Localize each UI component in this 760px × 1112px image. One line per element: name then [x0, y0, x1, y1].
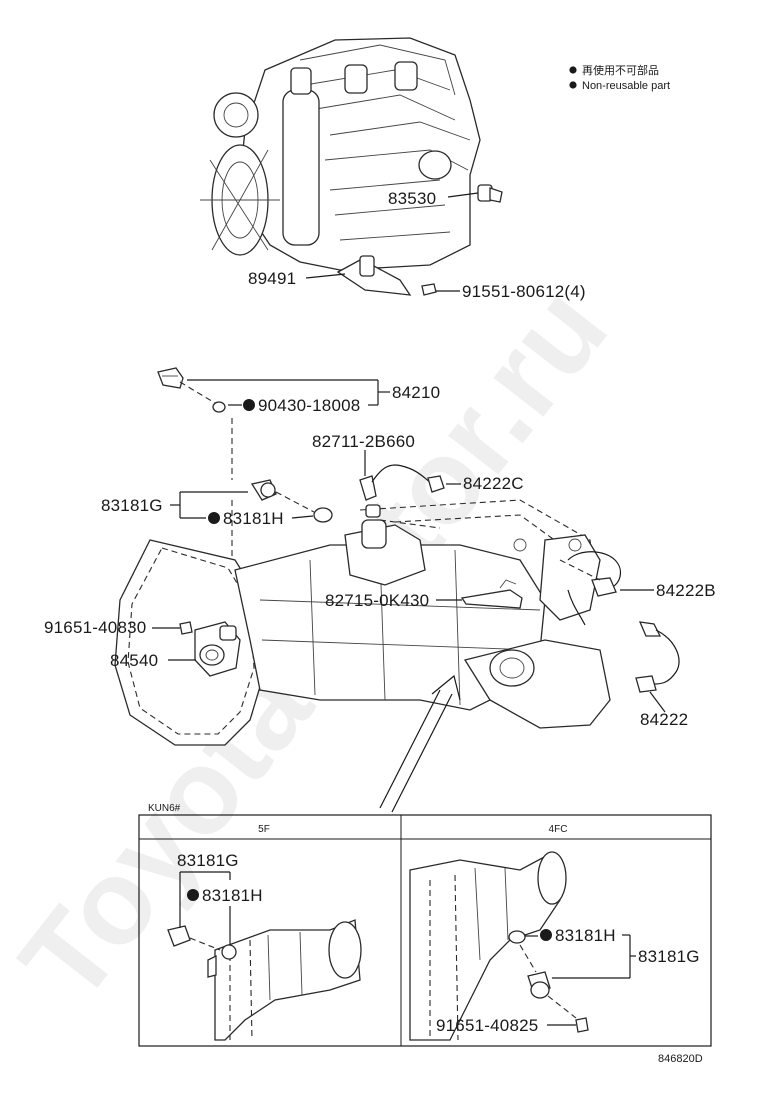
callout-84540: 84540: [110, 651, 158, 670]
sensor-84222: [567, 589, 680, 693]
inset-right-83181H: 83181H: [555, 926, 616, 945]
inset-left-83181H: 83181H: [202, 886, 263, 905]
inset-left-83181G: 83181G: [177, 851, 239, 870]
inset-col-4fc: 4FC: [549, 824, 568, 835]
inset-right-91651-40825: 91651-40825: [436, 1016, 538, 1035]
non-reusable-dot-90430: [243, 399, 255, 411]
wire-harness-82711: [359, 464, 445, 501]
legend-dot-en: [569, 81, 577, 89]
callout-91551-80612: 91551-80612(4): [462, 282, 586, 301]
callout-84210: 84210: [392, 383, 440, 402]
bracket-82715: [460, 579, 523, 609]
sensor-84222B: [559, 551, 622, 597]
callout-83181G: 83181G: [101, 496, 163, 515]
callout-84222C: 84222C: [463, 474, 524, 493]
inset-5f-illustration: [167, 919, 362, 1041]
detail-pointer-arrow: [379, 674, 461, 813]
inset-frame: [138, 814, 712, 1047]
legend-dot-jp: [569, 66, 577, 74]
callout-82715-0K430: 82715-0K430: [325, 591, 429, 610]
callout-91651-40830: 91651-40830: [44, 618, 146, 637]
legend-en-text: Non-reusable part: [582, 80, 670, 92]
legend: 再使用不可部品 Non-reusable part: [569, 63, 670, 92]
actuator-84540: [179, 621, 241, 677]
callout-83181H: 83181H: [223, 509, 284, 528]
speed-sensor-84210: [157, 367, 226, 413]
callout-89491: 89491: [248, 269, 296, 288]
engine-illustration: [200, 37, 503, 296]
callout-82711-2B660: 82711-2B660: [312, 432, 415, 451]
figure-id: 846820D: [658, 1053, 703, 1065]
inset-right-non-reusable-dot: [540, 929, 552, 941]
callout-83530: 83530: [388, 189, 436, 208]
inset-4fc-illustration: [409, 851, 589, 1041]
callout-84222: 84222: [640, 710, 688, 729]
callout-90430-18008: 90430-18008: [258, 396, 360, 415]
inset-right-83181G: 83181G: [638, 947, 700, 966]
non-reusable-dot-83181H: [208, 512, 220, 524]
transmission-illustration: [114, 418, 611, 746]
inset-model-label: KUN6#: [148, 803, 181, 814]
switch-83181G: [250, 479, 381, 523]
inset-col-5f: 5F: [258, 824, 270, 835]
inset-left-non-reusable-dot: [187, 889, 199, 901]
callout-84222B: 84222B: [656, 581, 716, 600]
legend-jp-text: 再使用不可部品: [582, 63, 659, 77]
